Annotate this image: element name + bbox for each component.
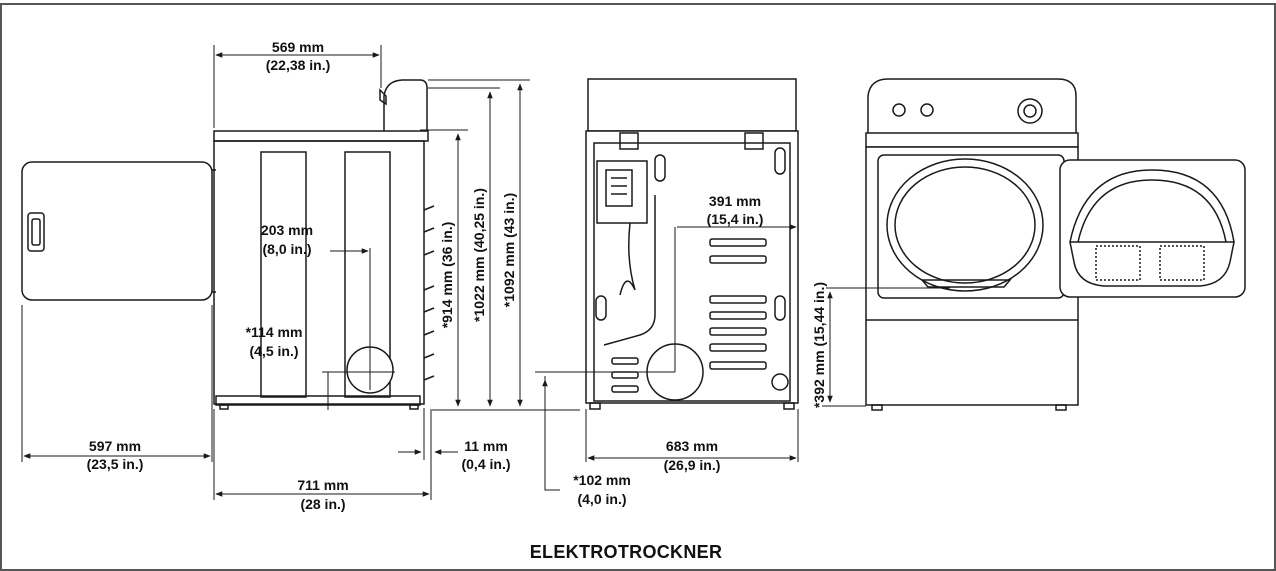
top-width-mm: 569 mm [272, 39, 324, 55]
lint-screen [1069, 241, 1235, 287]
rear-view [585, 78, 799, 410]
control-knob-1 [892, 103, 906, 117]
rear-width-in: (26,9 in.) [664, 457, 721, 473]
vent-horizontal-mm: 203 mm [261, 222, 313, 238]
vent-horizontal-in: (8,0 in.) [262, 241, 311, 257]
rear-vent-offset-mm: 391 mm [709, 193, 761, 209]
figure-frame [0, 3, 1276, 571]
side-console [383, 79, 428, 131]
dimension-labels: 569 mm (22,38 in.) 597 mm (23,5 in.) 711… [87, 39, 827, 562]
terminal-box [596, 160, 648, 224]
side-depth-mm: 711 mm [297, 477, 348, 493]
front-console [867, 78, 1077, 133]
door-handle [27, 212, 45, 252]
height-console-label: *1022 mm (40,25 in.) [471, 188, 487, 322]
front-view [865, 78, 1246, 411]
door-width-in: (23,5 in.) [87, 456, 144, 472]
height-top-label: *914 mm (36 in.) [439, 222, 455, 329]
foot-offset-mm: 11 mm [464, 438, 508, 454]
door-width-mm: 597 mm [89, 438, 141, 454]
height-overall-label: *1092 mm (43 in.) [501, 193, 517, 307]
vent-height-side-mm: *114 mm [246, 324, 303, 340]
diagram-caption: ELEKTROTROCKNER [530, 542, 723, 562]
rear-vent-offset-in: (15,4 in.) [707, 211, 764, 227]
side-view [21, 79, 435, 410]
foot-offset-in: (0,4 in.) [461, 456, 510, 472]
top-width-in: (22,38 in.) [266, 57, 331, 73]
side-open-door [21, 161, 213, 301]
dimension-lines [21, 45, 950, 500]
door-sill-height-label: *392 mm (15,44 in.) [811, 282, 827, 408]
vent-height-side-in: (4,5 in.) [249, 343, 298, 359]
drum-opening [886, 158, 1044, 292]
rear-vent-height-in: (4,0 in.) [577, 491, 626, 507]
control-knob-2 [920, 103, 934, 117]
rear-width-mm: 683 mm [666, 438, 718, 454]
side-depth-in: (28 in.) [300, 496, 345, 512]
cycle-dial [1017, 98, 1043, 124]
rear-vent-height-mm: *102 mm [573, 472, 631, 488]
